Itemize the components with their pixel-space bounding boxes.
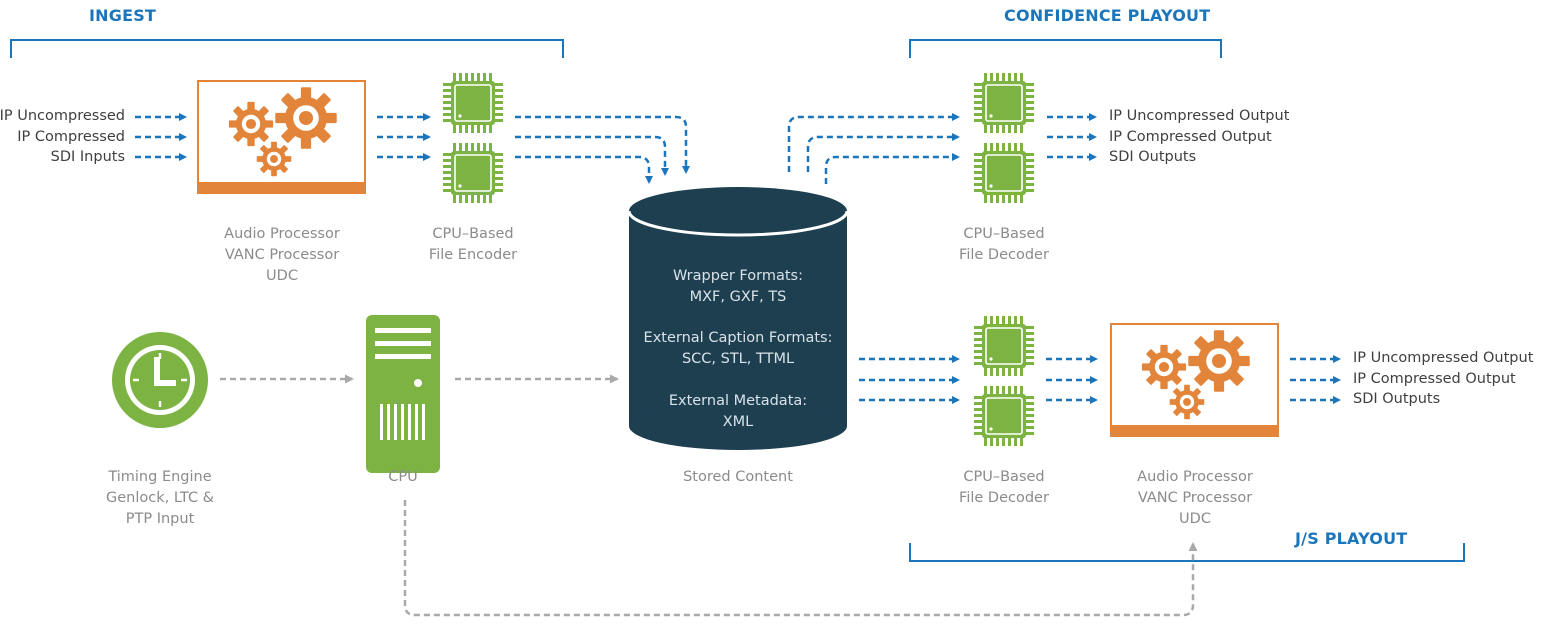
label-line: UDC [1179, 511, 1211, 527]
db-value: SCC, STL, TTML [681, 350, 795, 367]
wrapper-formats: Wrapper Formats: MXF, GXF, TS [629, 266, 847, 307]
label-line: CPU–Based [432, 226, 514, 242]
input-label: IP Uncompressed [0, 108, 125, 124]
output-label: SDI Outputs [1109, 149, 1197, 165]
audio-processor-top-icon [197, 80, 366, 194]
js-output-arrows [1290, 355, 1341, 404]
ingest-bracket [10, 39, 564, 58]
file-decoder-top-label: CPU–Based File Decoder [934, 224, 1074, 266]
js-decoder-to-processor-arrows [1046, 355, 1098, 404]
label-line: CPU–Based [963, 469, 1045, 485]
chip-icon [973, 72, 1035, 134]
clock-icon [112, 332, 208, 428]
output-label: IP Compressed Output [1109, 128, 1272, 145]
section-title-ingest: INGEST [89, 6, 157, 25]
label-line: PTP Input [125, 511, 195, 527]
audio-processor-bottom-icon [1110, 323, 1279, 437]
gear-icon [275, 87, 337, 149]
label-line: UDC [266, 268, 298, 284]
output-label: IP Uncompressed Output [1109, 108, 1290, 124]
timing-engine-label: Timing Engine Genlock, LTC & PTP Input [90, 467, 230, 530]
gear-icon [1188, 330, 1250, 392]
chip-icon [973, 315, 1035, 377]
db-heading: External Caption Formats: [643, 330, 833, 346]
js-output-list: IP Uncompressed Output IP Compressed Out… [1353, 348, 1533, 410]
file-encoder-label: CPU–Based File Encoder [403, 224, 543, 266]
db-heading: External Metadata: [668, 393, 808, 409]
section-title-js-playout: J/S PLAYOUT [1295, 529, 1408, 548]
output-label: SDI Outputs [1353, 391, 1441, 407]
chip-icon [973, 142, 1035, 204]
label-line: File Decoder [959, 490, 1049, 506]
external-metadata: External Metadata: XML [629, 391, 847, 432]
label-line: CPU–Based [963, 226, 1045, 242]
file-decoder-bottom-label: CPU–Based File Decoder [934, 467, 1074, 509]
gear-icon [1141, 344, 1187, 390]
label-line: Audio Processor [224, 226, 340, 242]
section-title-confidence-playout: CONFIDENCE PLAYOUT [1004, 6, 1211, 25]
confidence-bracket [909, 39, 1222, 58]
db-heading: Wrapper Formats: [673, 268, 803, 284]
db-value: MXF, GXF, TS [689, 288, 787, 305]
output-label: IP Compressed Output [1353, 370, 1516, 387]
chip-icon [442, 72, 504, 134]
audio-processor-top-label: Audio Processor VANC Processor UDC [202, 224, 362, 287]
confidence-output-list: IP Uncompressed Output IP Compressed Out… [1109, 106, 1289, 168]
label-line: Genlock, LTC & [106, 490, 214, 506]
output-label: IP Uncompressed Output [1353, 350, 1534, 366]
label-line: VANC Processor [1137, 490, 1253, 506]
database-icon [627, 187, 849, 450]
caption-formats: External Caption Formats: SCC, STL, TTML [629, 328, 847, 369]
storage-to-js-decoder-arrows [859, 355, 960, 404]
ingest-input-arrows [135, 113, 431, 161]
gear-icon [228, 101, 274, 147]
encoder-to-storage-arrows [515, 115, 690, 184]
db-value: XML [722, 413, 754, 430]
gear-icon [256, 141, 292, 177]
label-line: VANC Processor [224, 247, 340, 263]
chip-icon [973, 385, 1035, 447]
ingest-input-list: IP Uncompressed IP Compressed SDI Inputs [0, 106, 125, 168]
input-label: SDI Inputs [50, 149, 125, 165]
gear-icon [1169, 384, 1205, 420]
cpu-label: CPU [388, 469, 418, 485]
timing-arrows [220, 374, 1198, 617]
label-line: Timing Engine [108, 469, 212, 485]
label-line: Audio Processor [1137, 469, 1253, 485]
label-line: File Encoder [428, 247, 518, 263]
label-line: File Decoder [959, 247, 1049, 263]
input-label: IP Compressed [17, 128, 125, 145]
audio-processor-bottom-label: Audio Processor VANC Processor UDC [1115, 467, 1275, 530]
confidence-output-arrows [1047, 113, 1097, 161]
chip-icon [442, 142, 504, 204]
js-bracket [909, 543, 1465, 562]
storage-to-decoder-arrows [787, 113, 960, 184]
server-icon [366, 315, 440, 473]
stored-content-label: Stored Content [683, 469, 793, 485]
